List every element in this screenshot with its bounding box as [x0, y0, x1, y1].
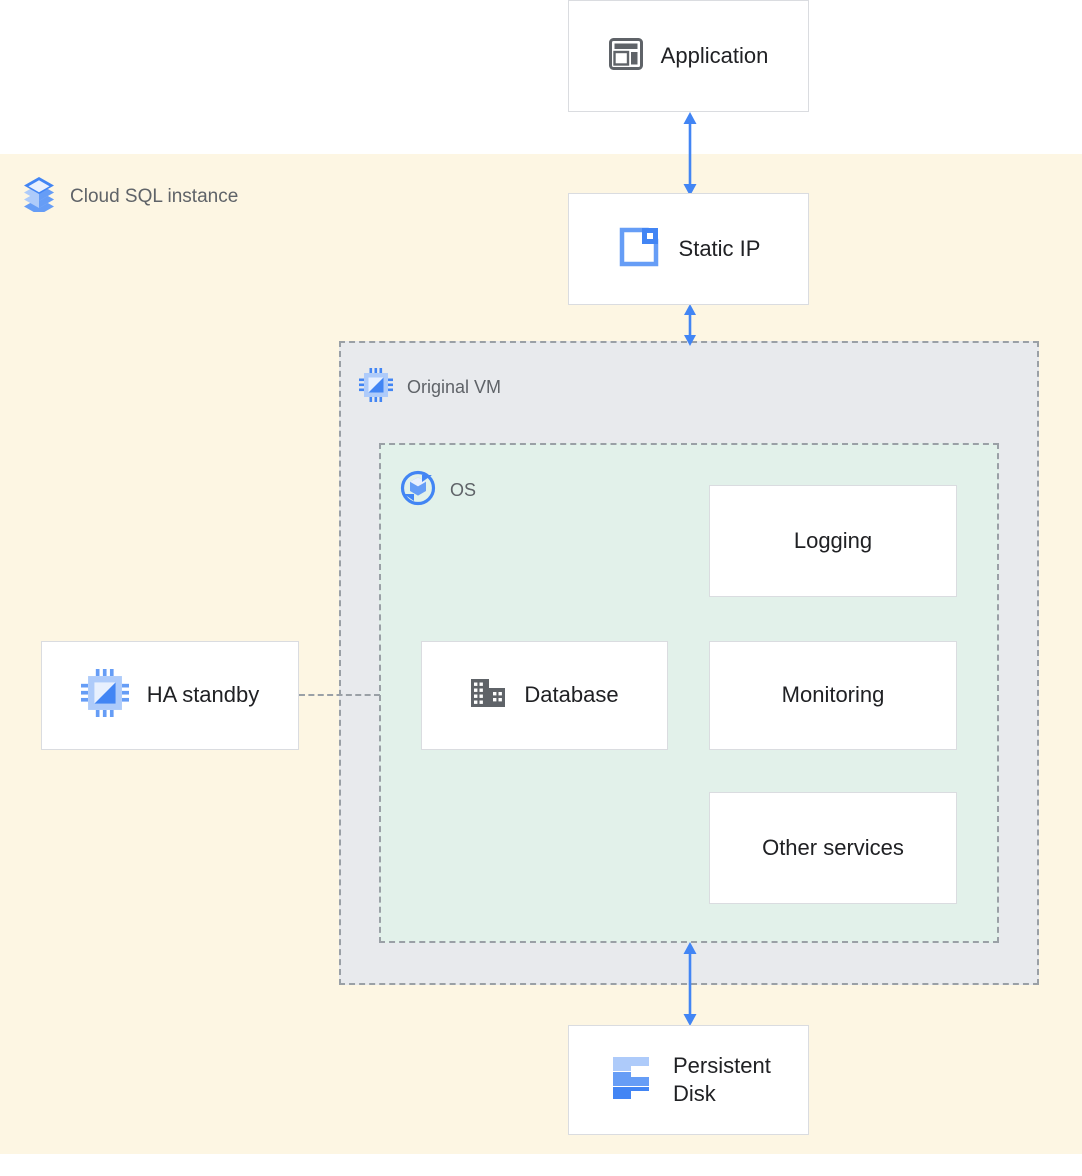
- compute-engine-chip-icon: [359, 368, 393, 407]
- persistent-disk-icon: [611, 1055, 651, 1106]
- node-label: Logging: [793, 527, 873, 553]
- region-label-text: Cloud SQL instance: [70, 185, 239, 207]
- node-ha-standby[interactable]: HA standby: [41, 641, 299, 750]
- node-other-services[interactable]: Other services: [709, 792, 957, 904]
- region-label-text: Original VM: [407, 377, 502, 397]
- region-label-os: OS: [400, 470, 476, 511]
- connector-application-to-static-ip: [683, 112, 697, 196]
- node-logging[interactable]: Logging: [709, 485, 957, 597]
- node-label: HA standby: [146, 682, 260, 708]
- node-application[interactable]: Application: [568, 0, 809, 112]
- connector-ha-standby-to-database: [299, 694, 380, 696]
- region-label-cloud-sql: Cloud SQL instance: [22, 176, 238, 217]
- node-static-ip[interactable]: Static IP: [568, 193, 809, 305]
- node-persistent-disk[interactable]: Persistent Disk: [568, 1025, 809, 1135]
- region-label-text: OS: [450, 480, 477, 500]
- node-label: Static IP: [678, 235, 761, 261]
- cloud-sql-stack-icon: [22, 176, 56, 217]
- node-label: Other services: [762, 834, 904, 860]
- node-monitoring[interactable]: Monitoring: [709, 641, 957, 750]
- os-image-circle-icon: [400, 470, 436, 511]
- database-building-icon: [470, 676, 506, 715]
- region-label-original-vm: Original VM: [359, 368, 501, 407]
- application-window-icon: [608, 37, 643, 75]
- node-label: Monitoring: [781, 682, 885, 708]
- compute-engine-chip-icon: [80, 669, 129, 722]
- static-ip-icon: [617, 225, 661, 274]
- node-database[interactable]: Database: [421, 641, 668, 750]
- node-label: Application: [660, 42, 769, 68]
- node-label: Database: [524, 682, 619, 708]
- connector-os-to-persistent-disk: [683, 942, 697, 1026]
- node-label: Persistent Disk: [673, 1052, 771, 1106]
- connector-static-ip-to-original-vm: [684, 304, 696, 346]
